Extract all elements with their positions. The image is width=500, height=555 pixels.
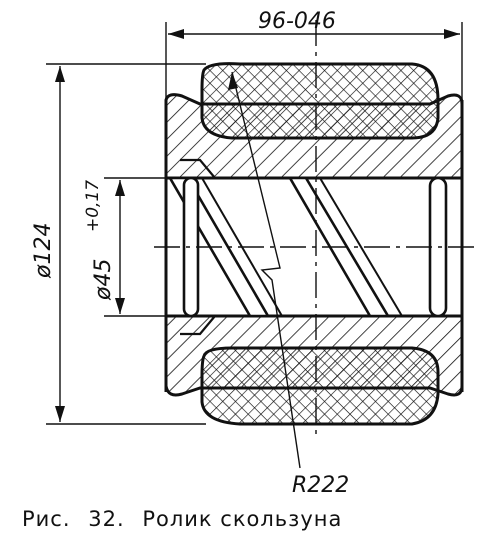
center-lines	[154, 20, 478, 440]
roller-drawing: 96-046 ø124 ø45 +0,17 R222	[31, 9, 478, 498]
tyre-ring-bottom	[200, 346, 440, 426]
outer-diameter-label: ø124	[31, 223, 56, 279]
caption-prefix: Рис.	[22, 507, 71, 531]
caption-title: Ролик скользуна	[142, 507, 343, 531]
radius-label: R222	[292, 473, 349, 498]
radius-leader: R222	[228, 71, 349, 498]
width-label: 96-046	[258, 9, 336, 34]
bore-diameter-dimension: ø45 +0,17	[83, 177, 186, 317]
bore-diameter-label: ø45	[91, 259, 116, 301]
width-dimension: 96-046	[165, 9, 463, 100]
bore-tolerance-label: +0,17	[83, 180, 103, 232]
tyre-ring-top	[200, 62, 440, 140]
figure-caption: Рис. 32. Ролик скользуна	[22, 507, 352, 531]
caption-number: 32.	[88, 507, 125, 531]
outer-diameter-dimension: ø124	[31, 63, 206, 425]
